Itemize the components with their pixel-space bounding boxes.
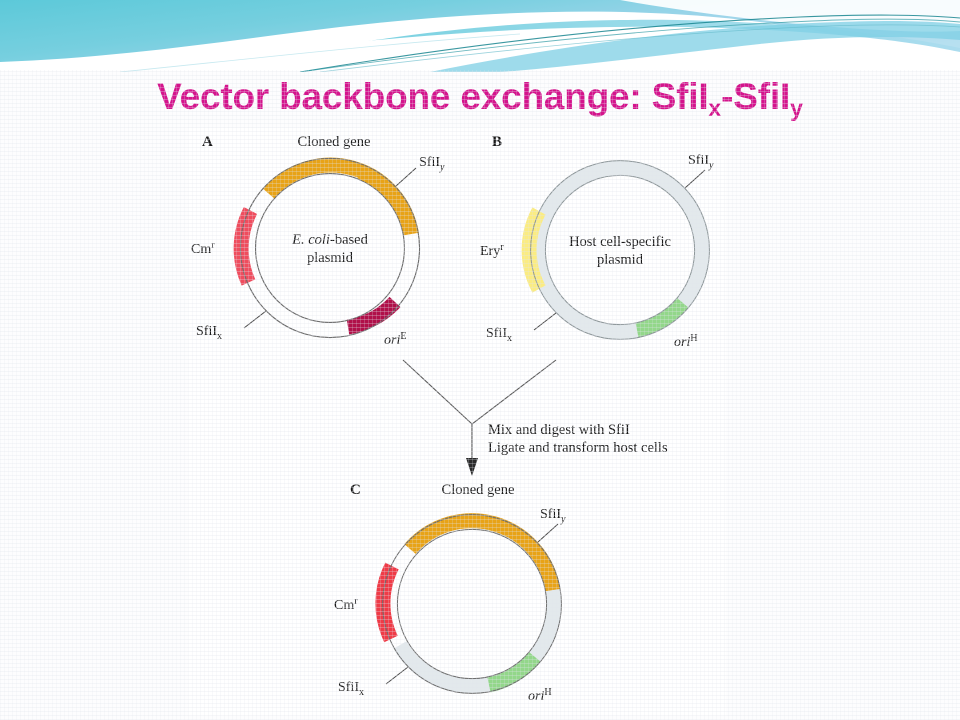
title-subscript-x: x — [708, 94, 722, 121]
panel-c-backbone-right — [472, 514, 562, 694]
panel-a-cm-r-label: Cmr — [191, 240, 215, 257]
panel-a: A Cloned gene E. coli-based — [191, 134, 445, 348]
panel-c-cm-r-label: Cmr — [334, 596, 358, 613]
panel-c-sfil-x-label: SfiIx — [338, 680, 364, 698]
panel-c: C Cloned gene — [334, 482, 566, 704]
panel-c-sfil-y-label: SfiIy — [540, 507, 566, 525]
merge-arrow-right-branch — [471, 359, 557, 425]
title-text-dash: -SfiI — [721, 76, 791, 117]
panel-b-ori-h-label: oriH — [674, 333, 698, 350]
panel-a-segment-cloned-gene-arc — [262, 157, 419, 236]
panel-b-sfil-y-leader — [684, 169, 706, 189]
process-text-line1: Mix and digest with SfiI — [488, 422, 630, 438]
panel-c-label: C — [350, 482, 361, 498]
panel-c-segment-ori-h — [487, 652, 541, 693]
panel-a-segment-cm-r — [233, 207, 258, 286]
panel-a-segment-ori-e — [346, 296, 401, 335]
process-text-line2: Ligate and transform host cells — [488, 440, 668, 456]
panel-c-ori-h-label: oriH — [528, 687, 552, 704]
panel-c-sfil-x-leader — [385, 666, 409, 685]
panel-a-ori-e-label: oriE — [384, 331, 406, 348]
panel-b-label: B — [492, 134, 502, 150]
panel-a-sfil-y-leader — [395, 167, 417, 187]
panel-a-center-caption-line2: plasmid — [307, 250, 354, 266]
panel-b-center-caption-line1: Host cell-specific — [569, 234, 671, 250]
panel-b-sfil-x-leader — [533, 312, 557, 331]
panel-b-center-caption-line2: plasmid — [597, 252, 644, 268]
page-title: Vector backbone exchange: SfiIx-SfiIy — [0, 76, 960, 122]
panel-b-ery-r-label: Eryr — [480, 242, 504, 259]
panel-a-center-caption-line1: E. coli-based — [291, 232, 368, 248]
figure-image: A Cloned gene E. coli-based — [188, 128, 726, 716]
panel-b-backbone — [530, 160, 710, 340]
panel-a-cloned-gene-label: Cloned gene — [298, 134, 371, 150]
banner-line-3 — [319, 24, 960, 72]
banner-line-2 — [299, 18, 960, 72]
panel-b-sfil-y-label: SfiIy — [688, 153, 714, 171]
panel-a-sfil-y-label: SfiIy — [419, 155, 445, 173]
title-text-main: Vector backbone exchange: SfiI — [157, 76, 709, 117]
panel-a-sfil-x-leader — [243, 310, 267, 329]
panel-c-cloned-gene-label: Cloned gene — [442, 482, 515, 498]
panel-c-backbone-lower-left — [393, 641, 473, 694]
panel-a-sfil-x-label: SfiIx — [196, 324, 222, 342]
banner-line-4 — [119, 33, 521, 72]
merge-arrow-group — [402, 359, 557, 476]
panel-c-segment-cloned-gene — [404, 513, 561, 592]
header-banner — [0, 0, 960, 72]
panel-c-sfil-y-leader — [537, 523, 559, 543]
panel-b-segment-ery-r — [521, 207, 546, 293]
banner-line-1 — [299, 14, 960, 72]
panel-b: B Host cell-specific plasmid SfiIy SfiIx… — [480, 134, 714, 350]
panel-b-segment-ori-h — [635, 297, 689, 338]
merge-arrow-head — [466, 458, 478, 476]
merge-arrow-left-branch — [402, 359, 473, 425]
title-subscript-y: y — [790, 94, 803, 121]
panel-a-label: A — [202, 134, 213, 150]
banner-ribbon-blue — [430, 20, 960, 72]
panel-b-sfil-x-label: SfiIx — [486, 326, 512, 344]
